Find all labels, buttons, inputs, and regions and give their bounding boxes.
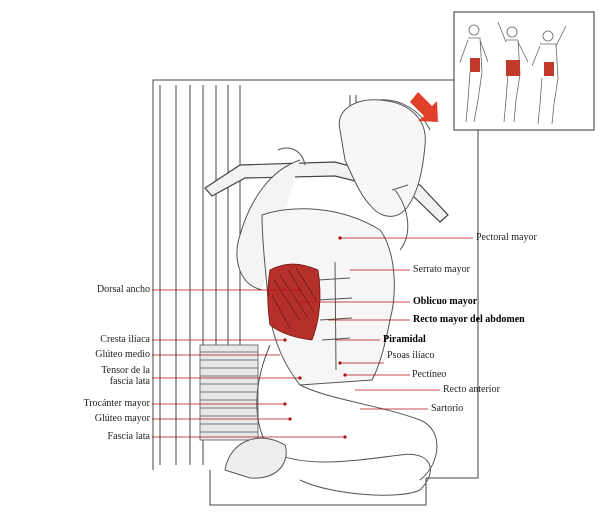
- label-recto-mayor-abdomen: Recto mayor del abdomen: [413, 314, 525, 325]
- label-serrato-mayor: Serrato mayor: [413, 264, 470, 275]
- label-trocanter-mayor: Trocánter mayor: [83, 398, 150, 409]
- label-recto-anterior: Recto anterior: [443, 384, 500, 395]
- leader-lines-right: [300, 237, 473, 410]
- athlete-figure: [224, 99, 438, 496]
- label-pectoral-mayor: Pectoral mayor: [476, 232, 537, 243]
- label-gluteo-mayor: Glúteo mayor: [94, 413, 150, 424]
- label-psoas-iliaco: Psoas ilíaco: [387, 350, 435, 361]
- label-gluteo-medio: Glúteo medio: [95, 349, 150, 360]
- label-fascia-lata: Fascia lata: [107, 431, 150, 442]
- label-cresta-iliaca: Cresta ilíaca: [100, 334, 150, 345]
- weight-stack: [199, 344, 259, 441]
- arrow-down-right-icon: [410, 92, 438, 122]
- leader-dots: [283, 236, 347, 439]
- leader-lines-left: [152, 289, 345, 438]
- anatomy-thumbnail-inset: [453, 11, 595, 131]
- label-oblicuo-mayor: Oblicuo mayor: [413, 296, 478, 307]
- oblique-fiber-lines: [271, 267, 317, 329]
- label-sartorio: Sartorio: [431, 403, 464, 414]
- label-piramidal: Piramidal: [383, 334, 426, 345]
- label-pectineo: Pectíneo: [412, 369, 447, 380]
- label-tensor-fascia-lata: Tensor de la fascia lata: [101, 365, 150, 387]
- label-dorsal-ancho: Dorsal ancho: [96, 284, 150, 295]
- oblique-muscle-highlight: [267, 263, 321, 341]
